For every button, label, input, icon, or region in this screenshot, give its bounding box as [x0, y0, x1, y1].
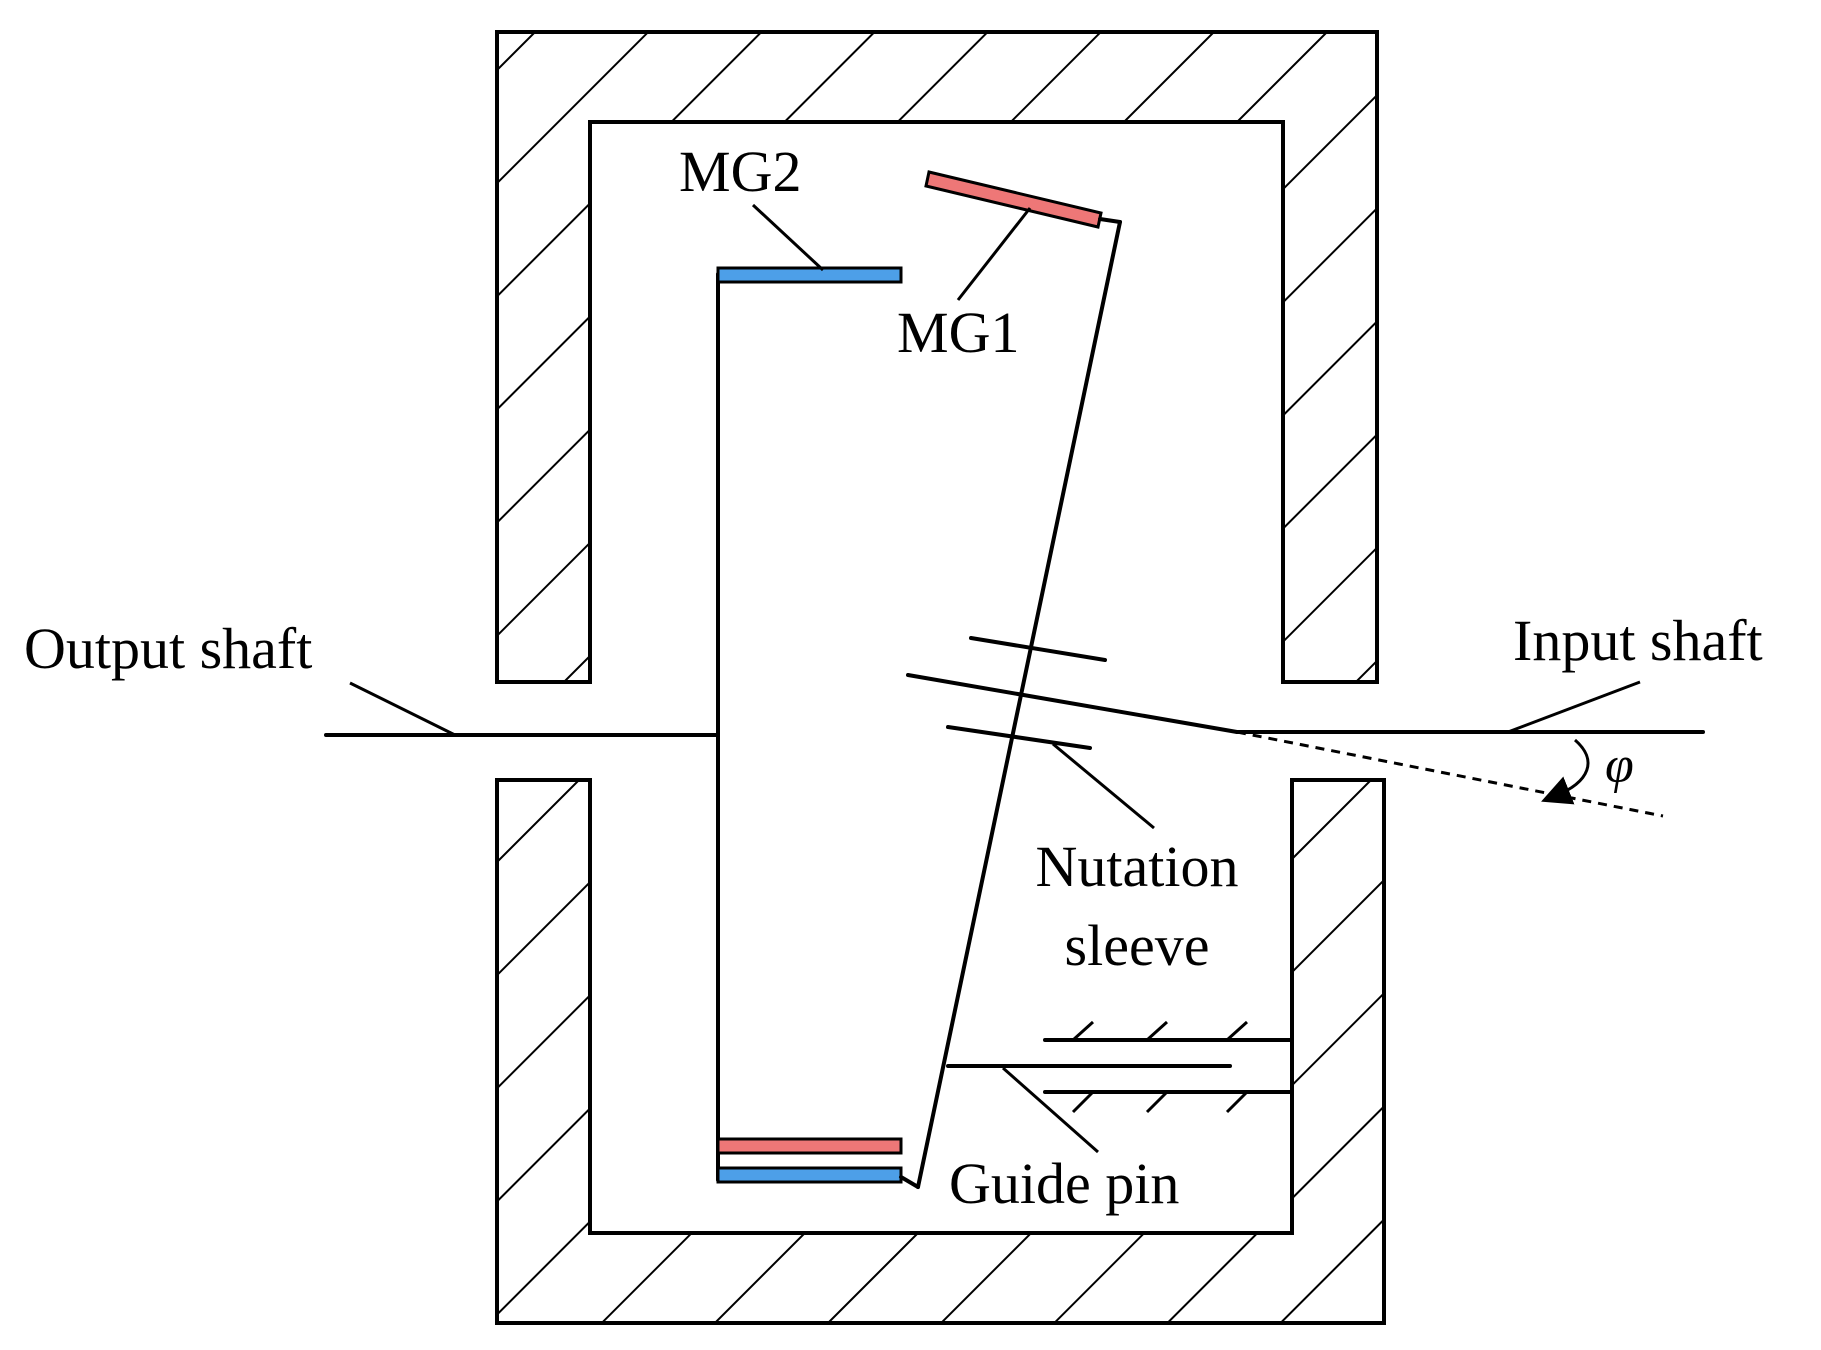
labels: MG2 MG1 Output shaft Input shaft Nutatio… — [24, 139, 1763, 1216]
guide-pin-tick — [1071, 1020, 1095, 1042]
guide-pin — [946, 1020, 1292, 1114]
angle-label: φ — [1605, 737, 1634, 794]
nutation-sleeve-leader — [1052, 742, 1155, 830]
output-shaft-label: Output shaft — [24, 616, 312, 681]
guide-pin-tick — [1145, 1020, 1169, 1042]
output-assembly — [324, 272, 720, 1182]
sleeve-upper — [969, 636, 1107, 662]
mg2-top-bar — [716, 266, 903, 284]
mg1-top-bar — [924, 170, 1103, 229]
nutation-disc-upper-link — [1098, 217, 1122, 224]
guide-pin-label: Guide pin — [949, 1151, 1179, 1216]
mg1-leader — [956, 207, 1032, 301]
input-shaft-extension — [1236, 730, 1664, 818]
guide-pin-tick — [1145, 1090, 1169, 1114]
guide-pin-tick — [1225, 1020, 1249, 1042]
output-shaft-leader — [349, 681, 456, 737]
mg2-magnets — [716, 266, 903, 1184]
housing-upper — [495, 30, 1379, 684]
input-shaft-tilted — [906, 673, 1239, 734]
guide-pin-tick — [1225, 1090, 1249, 1114]
mg2-label: MG2 — [679, 139, 801, 204]
input-shaft-label: Input shaft — [1513, 608, 1763, 673]
mg1-magnets — [716, 170, 1103, 1155]
guide-pin-tick — [1071, 1090, 1095, 1114]
angle-indicator: φ — [1541, 737, 1634, 805]
input-shaft-leader — [1507, 680, 1641, 734]
housing — [495, 30, 1386, 1325]
nutation-disc-stem — [916, 220, 1122, 1189]
guide-pin-leader — [1002, 1066, 1099, 1154]
leader-lines — [349, 203, 1641, 1154]
nutation-sleeve-label-line1: Nutation — [1036, 834, 1239, 899]
nutation-disc-bottom-link — [899, 1175, 920, 1189]
nutation-disc — [899, 217, 1122, 1189]
sleeve-lower — [946, 725, 1092, 750]
input-shaft-assembly — [906, 673, 1705, 818]
angle-arc — [1541, 738, 1590, 805]
mg1-bottom-bar — [716, 1137, 903, 1155]
mg2-bottom-bar — [716, 1166, 903, 1184]
nutation-sleeve — [946, 636, 1107, 750]
mg1-label: MG1 — [897, 300, 1019, 365]
nutation-sleeve-label-line2: sleeve — [1065, 913, 1210, 978]
housing-lower — [495, 778, 1386, 1325]
mg2-leader — [751, 203, 825, 272]
